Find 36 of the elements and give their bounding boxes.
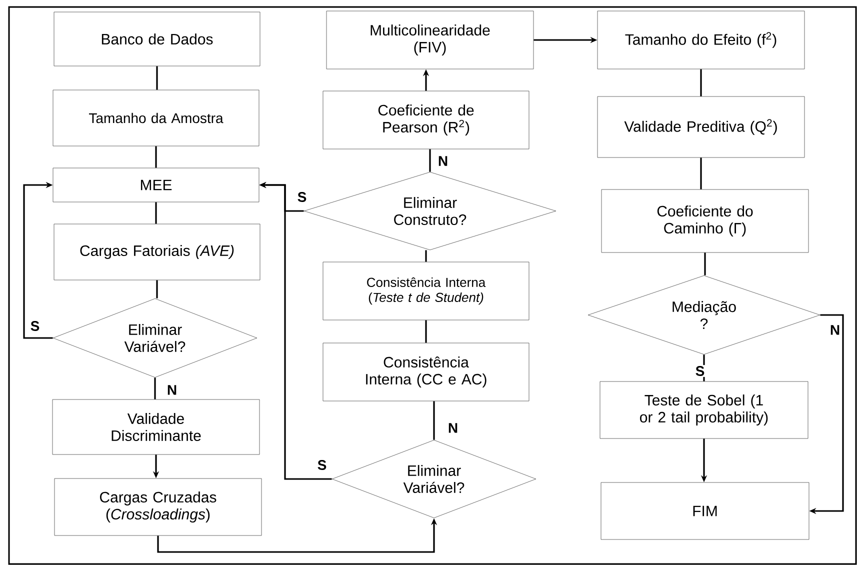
edge-label: N [166, 384, 178, 396]
process-box: Validade Discriminante [52, 399, 260, 455]
edge-label: S [29, 320, 41, 332]
connector-line [429, 149, 431, 172]
connector-line [433, 401, 435, 440]
process-box: Cargas Cruzadas (Crossloadings) [54, 478, 262, 536]
connector-line [156, 280, 158, 298]
connector-line [156, 66, 158, 90]
process-box: Multicolinearidade (FIV) [326, 10, 534, 70]
process-box: Coeficiente do Caminho (Γ) [601, 189, 809, 253]
connector-line [425, 320, 427, 343]
connector-line [700, 158, 702, 190]
edge-label: N [436, 155, 450, 167]
connector-line [425, 250, 427, 262]
connector-line [703, 354, 705, 382]
process-box: Tamanho do Efeito (f$^{2}$) [597, 10, 805, 70]
process-box: Consistência Interna (CC e AC) [322, 342, 530, 402]
edge-label: S [694, 365, 706, 377]
process-box: Consistência Interna (Teste t de Student) [322, 262, 530, 320]
process-box: Tamanho da Amostra [52, 90, 260, 146]
arrow [23, 182, 53, 339]
process-box: Banco de Dados [54, 12, 260, 66]
connector-line [154, 378, 156, 400]
edge-label: N [446, 422, 460, 434]
process-box: Validade Preditiva (Q$^{2}$) [597, 96, 805, 158]
edge-label: N [828, 324, 842, 336]
process-box: Cargas Fatoriais (AVE) [54, 224, 260, 280]
connector-line [704, 252, 706, 276]
process-box: MEE [52, 168, 260, 202]
process-box: FIM [600, 482, 810, 540]
process-box: Coeficiente de Pearson (R$^{2}$) [322, 90, 530, 150]
process-box: Teste de Sobel (1 or 2 tail probability) [600, 381, 808, 439]
connector-line [700, 69, 702, 96]
edge-label: S [316, 459, 328, 471]
connector-line [155, 146, 157, 168]
connector-line [155, 202, 157, 224]
